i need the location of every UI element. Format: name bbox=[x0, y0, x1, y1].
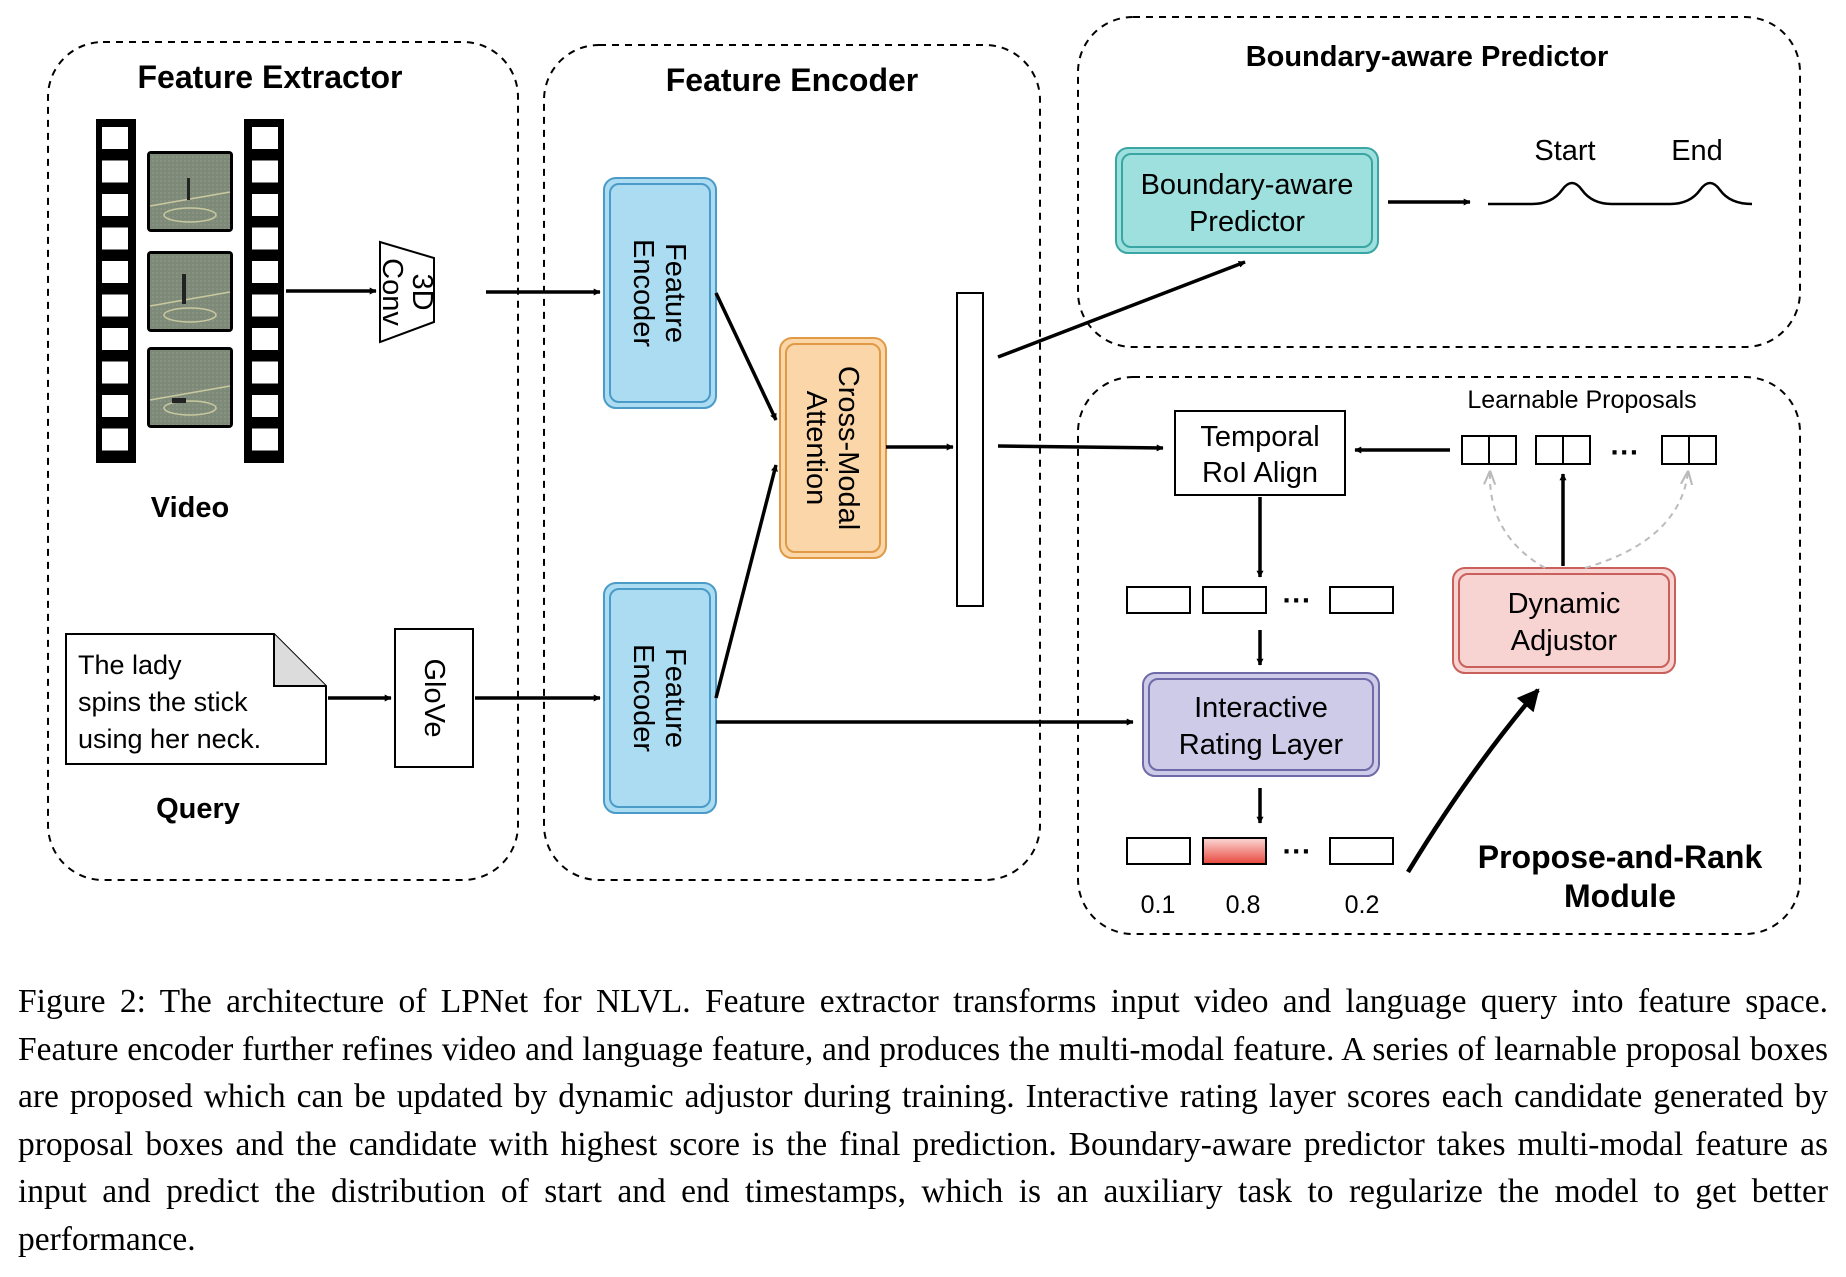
arrow-feature-to-roi bbox=[997, 444, 1164, 452]
proposal-box bbox=[1461, 435, 1517, 465]
film-sprocket-hole bbox=[252, 428, 278, 451]
video-label: Video bbox=[151, 492, 229, 524]
candidate-ellipsis: ··· bbox=[1283, 585, 1312, 617]
highest-score-candidate-box bbox=[1202, 837, 1267, 865]
conv3d-block: 3D Conv bbox=[376, 240, 438, 344]
query-label: Query bbox=[156, 793, 240, 825]
film-sprocket-hole bbox=[252, 194, 278, 216]
candidate-box bbox=[1202, 586, 1267, 614]
film-sprocket-hole bbox=[102, 328, 128, 350]
film-sprocket-hole bbox=[102, 261, 128, 283]
candidate-box bbox=[1126, 586, 1191, 614]
film-sprocket-hole bbox=[252, 160, 278, 183]
arrow-feature-to-boundary bbox=[997, 260, 1246, 359]
film-sprocket-hole bbox=[252, 361, 278, 384]
rating-label-line1: Interactive bbox=[1194, 692, 1328, 724]
film-sprocket-hole bbox=[102, 428, 128, 451]
boundary-predictor-section bbox=[1077, 16, 1801, 348]
attention-label-line1: Cross-Modal bbox=[832, 366, 864, 530]
video-encoder-label-line1: Feature bbox=[659, 243, 691, 343]
proposal-box bbox=[1661, 435, 1717, 465]
scored-candidate-box bbox=[1329, 837, 1394, 865]
adjustor-label-line2: Adjustor bbox=[1511, 625, 1618, 657]
dynamic-adjustor-block: Dynamic Adjustor bbox=[1452, 567, 1676, 674]
attention-label-line2: Attention bbox=[800, 391, 832, 505]
film-sprocket-hole bbox=[102, 194, 128, 216]
query-encoder-label-line2: Encoder bbox=[627, 644, 659, 752]
query-document-icon: The lady spins the stick using her neck. bbox=[65, 633, 327, 765]
film-sprocket-hole bbox=[102, 227, 128, 250]
feature-encoder-section bbox=[543, 44, 1041, 881]
query-text-line: spins the stick bbox=[78, 687, 248, 717]
propose-rank-title-line2: Module bbox=[1564, 878, 1676, 914]
dashed-update-arrows bbox=[1490, 472, 1688, 569]
boundary-distribution-curve bbox=[1488, 181, 1753, 206]
rating-label-line2: Rating Layer bbox=[1179, 729, 1344, 761]
score-value: 0.2 bbox=[1345, 891, 1380, 919]
film-sprocket-hole bbox=[252, 328, 278, 350]
architecture-diagram: Feature Extractor Feature Encoder Bounda… bbox=[47, 16, 1801, 935]
feature-extractor-section bbox=[47, 41, 519, 881]
start-label: Start bbox=[1534, 135, 1595, 167]
cross-modal-attention-block: Cross-Modal Attention bbox=[779, 337, 887, 559]
video-frame bbox=[147, 151, 233, 232]
end-label: End bbox=[1671, 135, 1723, 167]
video-frame bbox=[147, 251, 233, 332]
video-film-strip-icon bbox=[96, 119, 284, 463]
multimodal-feature-bar bbox=[956, 292, 984, 607]
propose-rank-section bbox=[1077, 376, 1801, 935]
film-sprocket-hole bbox=[102, 294, 128, 317]
film-sprocket-hole bbox=[252, 261, 278, 283]
feature-encoder-title: Feature Encoder bbox=[666, 62, 919, 98]
conv3d-label-line2: Conv bbox=[376, 258, 408, 326]
learnable-proposals-label: Learnable Proposals bbox=[1467, 386, 1696, 414]
video-frame bbox=[147, 347, 233, 428]
film-sprocket-hole bbox=[252, 294, 278, 317]
boundary-predictor-title: Boundary-aware Predictor bbox=[1246, 41, 1609, 73]
film-sprocket-hole bbox=[102, 160, 128, 183]
proposal-ellipsis: ··· bbox=[1611, 437, 1640, 469]
temporal-roi-align-block: Temporal RoI Align bbox=[1174, 410, 1346, 496]
arrow-scores-to-adjustor bbox=[1406, 688, 1540, 874]
arrow-adjustor-to-last-proposal bbox=[1584, 472, 1688, 569]
boundary-aware-predictor-block: Boundary-aware Predictor bbox=[1115, 147, 1379, 254]
film-sprocket-hole bbox=[102, 127, 128, 149]
figure-caption: Figure 2: The architecture of LPNet for … bbox=[18, 983, 1828, 1258]
score-value: 0.1 bbox=[1141, 891, 1176, 919]
temporal-label-line1: Temporal bbox=[1200, 421, 1319, 453]
film-sprocket-hole bbox=[102, 361, 128, 384]
propose-rank-title-line1: Propose-and-Rank bbox=[1478, 839, 1763, 875]
boundary-box-label-line2: Predictor bbox=[1189, 206, 1305, 238]
glove-label: GloVe bbox=[418, 659, 450, 738]
flow-arrows bbox=[286, 198, 1567, 874]
interactive-rating-layer-block: Interactive Rating Layer bbox=[1142, 672, 1380, 777]
adjustor-label-line1: Dynamic bbox=[1508, 588, 1621, 620]
conv3d-label-line1: 3D bbox=[406, 273, 438, 310]
film-sprocket-hole bbox=[252, 395, 278, 417]
candidate-box bbox=[1329, 586, 1394, 614]
film-sprocket-hole bbox=[252, 127, 278, 149]
arrow-adjustor-to-first-proposal bbox=[1490, 472, 1546, 569]
proposal-box bbox=[1535, 435, 1591, 465]
query-encoder-label-line1: Feature bbox=[659, 648, 691, 748]
film-sprocket-hole bbox=[252, 227, 278, 250]
query-text-line: The lady bbox=[78, 650, 182, 680]
temporal-label-line2: RoI Align bbox=[1202, 457, 1318, 489]
scored-ellipsis: ··· bbox=[1283, 836, 1312, 868]
film-sprocket-hole bbox=[102, 395, 128, 417]
video-feature-encoder: Feature Encoder bbox=[603, 177, 717, 409]
arrow-query-encoder-to-attention bbox=[714, 464, 778, 699]
arrow-video-encoder-to-attention bbox=[714, 292, 778, 421]
query-text-line: using her neck. bbox=[78, 724, 261, 754]
video-encoder-label-line2: Encoder bbox=[627, 239, 659, 347]
scored-candidate-box bbox=[1126, 837, 1191, 865]
score-value: 0.8 bbox=[1226, 891, 1261, 919]
boundary-box-label-line1: Boundary-aware bbox=[1141, 169, 1354, 201]
glove-block: GloVe bbox=[394, 628, 474, 768]
feature-extractor-title: Feature Extractor bbox=[138, 59, 403, 95]
query-feature-encoder: Feature Encoder bbox=[603, 582, 717, 814]
